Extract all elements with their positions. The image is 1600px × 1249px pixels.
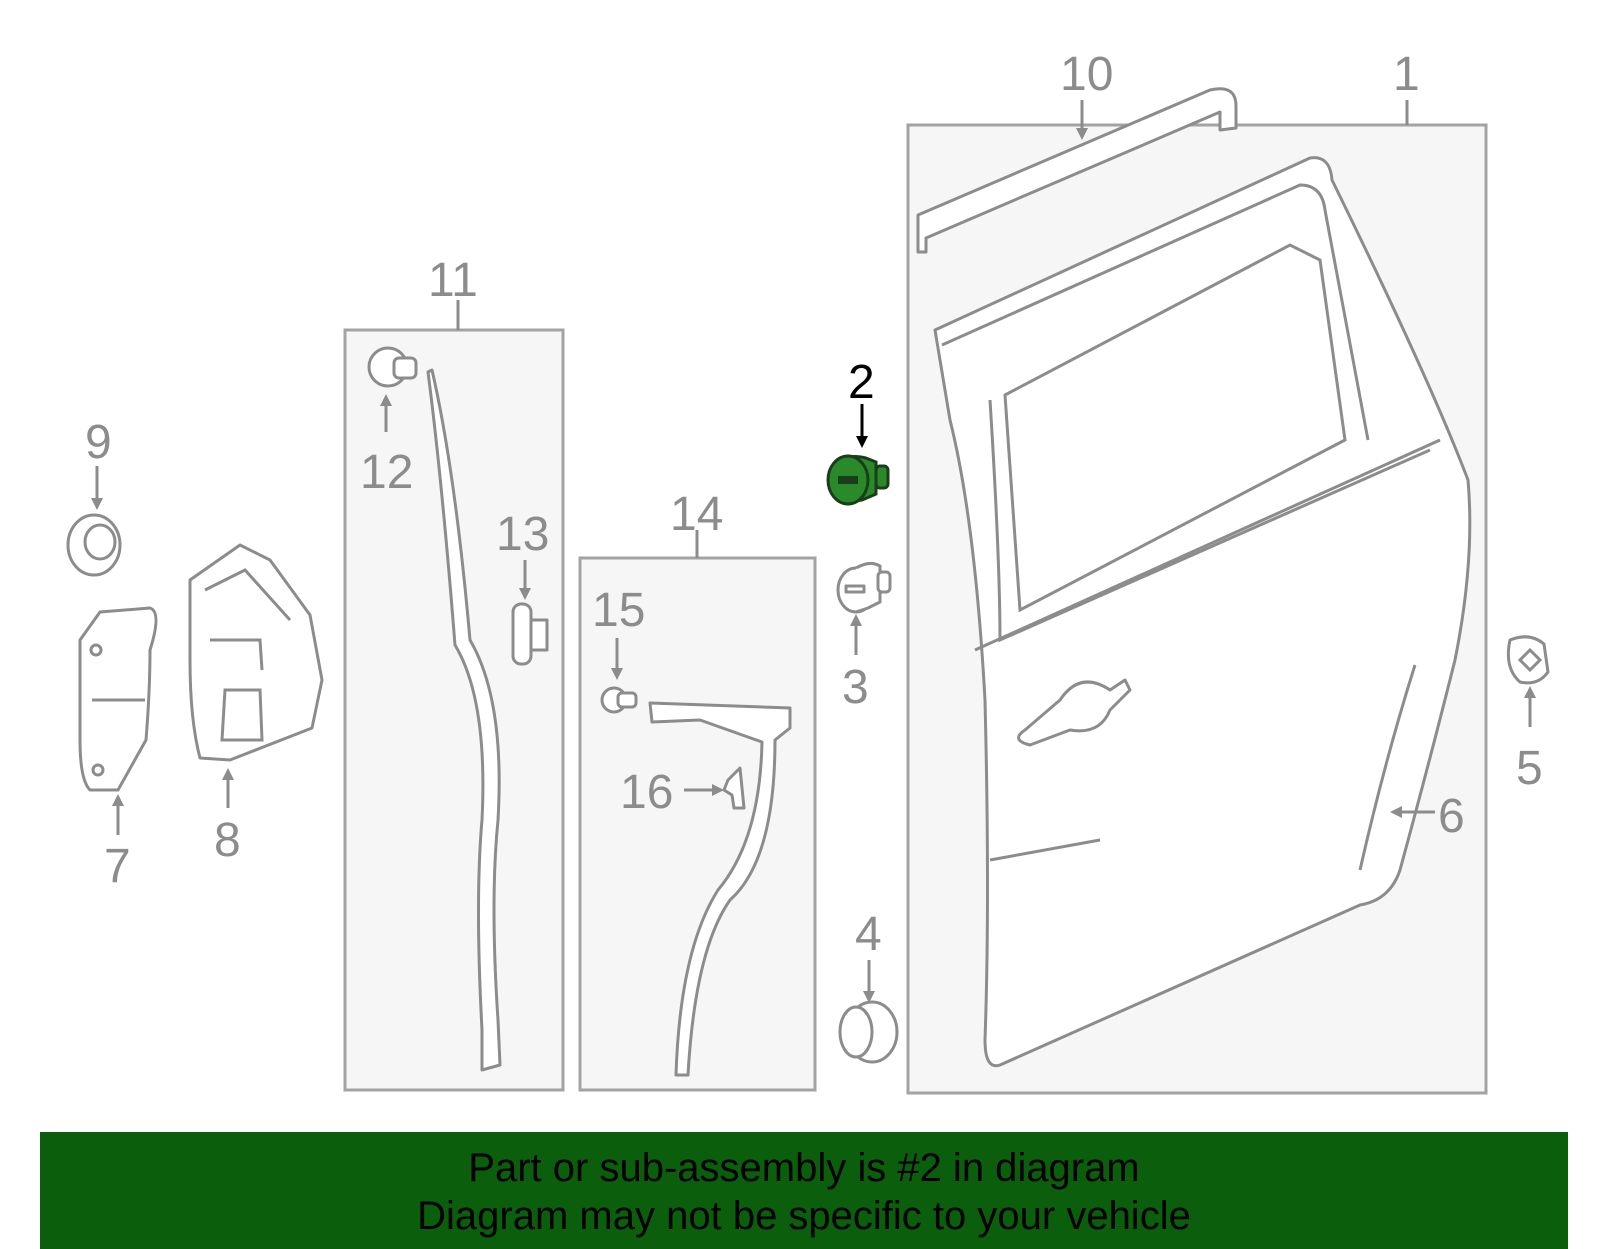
part-3-bumper [836,561,892,614]
part-5-clip [1506,635,1550,685]
part-8-lock [188,543,324,762]
part-15-clip [600,686,638,714]
callout-11: 11 [428,254,478,307]
callout-13: 13 [496,508,549,561]
parts-diagram: 10 1 11 2 9 12 14 13 15 3 5 16 6 8 7 4 [66,48,1550,1095]
part-6-door-panel [933,156,1472,1068]
callout-9: 9 [85,416,112,469]
part-10-molding [916,87,1238,254]
group-box-14 [578,556,817,1092]
group-box-11 [343,328,565,1092]
callout-4: 4 [855,908,882,961]
part-13-clip [511,602,549,666]
callout-10: 10 [1060,48,1113,101]
callout-3: 3 [842,661,869,714]
callout-6: 6 [1438,790,1465,843]
part-7-cover [78,606,158,792]
info-banner: Part or sub-assembly is #2 in diagram Di… [40,1132,1568,1249]
leader-arrows [91,100,1536,1003]
part-14-weatherstrip [648,701,792,1077]
callout-1: 1 [1393,48,1420,101]
callout-16: 16 [620,766,673,819]
banner-line-2: Diagram may not be specific to your vehi… [417,1194,1191,1238]
callout-8: 8 [214,814,241,867]
part-11-weatherstrip [426,368,502,1072]
part-4-grommet [838,1000,899,1064]
banner-line-1: Part or sub-assembly is #2 in diagram [468,1146,1140,1190]
callout-7: 7 [104,840,131,893]
callout-15: 15 [592,584,645,637]
callout-14: 14 [670,488,723,541]
callout-12: 12 [360,446,413,499]
callout-5: 5 [1516,742,1543,795]
part-9-grommet [66,513,122,577]
part-12-clip [367,346,418,388]
callout-2: 2 [848,356,875,409]
part-2-bumper [826,454,890,506]
